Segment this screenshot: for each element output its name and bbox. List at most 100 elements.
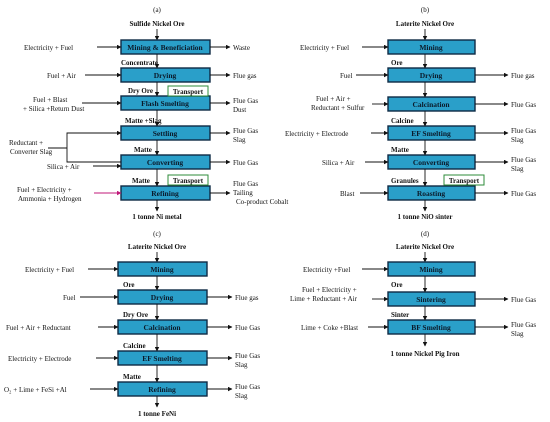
panel-d-label: (d) xyxy=(421,230,430,238)
intermediate-label: Matte xyxy=(132,177,150,185)
output-label: Waste xyxy=(233,44,250,52)
transport-label: Transport xyxy=(173,88,204,96)
intermediate-label: Matte xyxy=(391,146,409,154)
input-label: O₂ + Lime + FeSi +Al xyxy=(4,386,67,394)
input-label: Converter Slag xyxy=(10,148,53,156)
output-label: Flue Gas xyxy=(235,352,260,360)
intermediate-label: Granules xyxy=(391,177,419,185)
step-label: Settling xyxy=(153,129,178,138)
input-label: Electricity + Fuel xyxy=(25,266,74,274)
output-label: Flue Gas xyxy=(511,296,536,304)
panel-a-input: Sulfide Nickel Ore xyxy=(129,20,184,28)
transport-label: Transport xyxy=(449,177,480,185)
panel-d: (d) Laterite Nickel Ore Mining Sintering… xyxy=(290,230,536,358)
input-label: Fuel xyxy=(340,72,353,80)
step-label: Mining xyxy=(419,43,443,52)
input-label: Fuel + Air + Reductant xyxy=(6,324,71,332)
input-label: Electricity + Fuel xyxy=(300,44,349,52)
panel-b: (b) Laterite Nickel Ore Mining Drying Ca… xyxy=(285,6,536,221)
step-label: EF Smelting xyxy=(142,354,182,363)
output-label: Flue gas xyxy=(233,72,257,80)
step-label: Flash Smelting xyxy=(141,99,189,108)
input-label: Electricity + Fuel xyxy=(24,44,73,52)
step-label: Mining xyxy=(419,265,443,274)
output-label: Flue Gas xyxy=(511,321,536,329)
panel-b-input: Laterite Nickel Ore xyxy=(396,20,454,28)
panel-b-label: (b) xyxy=(421,6,430,14)
intermediate-label: Matte xyxy=(134,146,152,154)
input-label: Electricity + Electrode xyxy=(8,355,71,363)
input-label: Silica + Air xyxy=(47,163,80,171)
transport-tag xyxy=(443,174,485,186)
input-label: Fuel + Air xyxy=(47,72,77,80)
intermediate-label: Ore xyxy=(123,281,135,289)
intermediate-label: Sinter xyxy=(391,311,409,319)
input-label: Reductant + xyxy=(9,139,43,147)
step-label: Mining & Beneficiation xyxy=(127,43,203,52)
panel-c-product: 1 tonne FeNi xyxy=(138,410,176,418)
output-label: Flue Gas xyxy=(511,190,536,198)
panel-a-product: 1 tonne Ni metal xyxy=(132,213,181,221)
panel-d-input: Laterite Nickel Ore xyxy=(396,243,454,251)
output-label: Flue gas xyxy=(235,294,259,302)
step-label: Drying xyxy=(420,71,443,80)
input-label: Silica + Air xyxy=(322,159,355,167)
output-label: Flue Gas xyxy=(511,127,536,135)
step-label: Mining xyxy=(150,265,174,274)
output-label: Slag xyxy=(235,392,248,400)
step-label: Refining xyxy=(148,385,176,394)
input-label: Fuel + Electricity + xyxy=(17,186,72,194)
input-label: Blast xyxy=(340,190,354,198)
output-label: Tailing xyxy=(233,189,253,197)
step-label: Sintering xyxy=(416,295,446,304)
step-label: Refining xyxy=(151,189,179,198)
intermediate-label: Dry Ore xyxy=(128,87,153,95)
input-label: Lime + Coke +Blast xyxy=(301,324,358,332)
intermediate-label: Calcine xyxy=(391,117,414,125)
step-label: Calcination xyxy=(412,100,450,109)
intermediate-label: Matte +Slag xyxy=(125,117,162,125)
output-label: Flue gas xyxy=(511,72,535,80)
input-label: Ammonia + Hydrogen xyxy=(18,195,82,203)
panel-a-label: (a) xyxy=(153,6,161,14)
intermediate-label: Matte xyxy=(123,373,141,381)
panel-c: (c) Laterite Nickel Ore Mining Drying Ca… xyxy=(4,230,260,418)
input-label: Electricity +Fuel xyxy=(303,266,350,274)
output-label: Flue Gas xyxy=(233,97,258,105)
step-label: Drying xyxy=(154,71,177,80)
input-label: Lime + Reductant + Air xyxy=(290,295,358,303)
output-label: Flue Gas xyxy=(511,101,536,109)
step-label: Drying xyxy=(151,293,174,302)
step-label: Converting xyxy=(413,158,449,167)
panel-c-label: (c) xyxy=(153,230,161,238)
input-label: + Silica +Return Dust xyxy=(23,105,84,113)
output-label: Flue Gas xyxy=(235,383,260,391)
output-label: Flue Gas xyxy=(233,180,258,188)
intermediate-label: Ore xyxy=(391,281,403,289)
output-label: Dust xyxy=(233,106,246,114)
panel-a: (a) Sulfide Nickel Ore Mining & Benefici… xyxy=(9,6,288,221)
panel-d-product: 1 tonne Nickel Pig Iron xyxy=(390,350,459,358)
panel-b-product: 1 tonne NiO sinter xyxy=(397,213,452,221)
panel-c-input: Laterite Nickel Ore xyxy=(128,243,186,251)
intermediate-label: Dry Ore xyxy=(123,311,148,319)
output-label: Slag xyxy=(235,361,248,369)
output-label: Flue Gas xyxy=(235,324,260,332)
input-label: Fuel xyxy=(63,294,76,302)
input-label: Electricity + Electrode xyxy=(285,130,348,138)
output-label: Slag xyxy=(511,330,524,338)
step-label: EF Smelting xyxy=(411,129,451,138)
input-label: Reductant + Sulfur xyxy=(311,104,365,112)
intermediate-label: Calcine xyxy=(123,342,146,350)
transport-tag xyxy=(167,174,209,186)
output-label: Flue Gas xyxy=(233,127,258,135)
intermediate-label: Concentrate xyxy=(121,59,158,67)
transport-tag xyxy=(167,85,209,97)
input-label: Fuel + Blast xyxy=(33,96,67,104)
step-label: Converting xyxy=(147,158,183,167)
intermediate-label: Ore xyxy=(391,59,403,67)
output-label: Flue Gas xyxy=(511,156,536,164)
input-label: Fuel + Electricity + xyxy=(302,286,357,294)
